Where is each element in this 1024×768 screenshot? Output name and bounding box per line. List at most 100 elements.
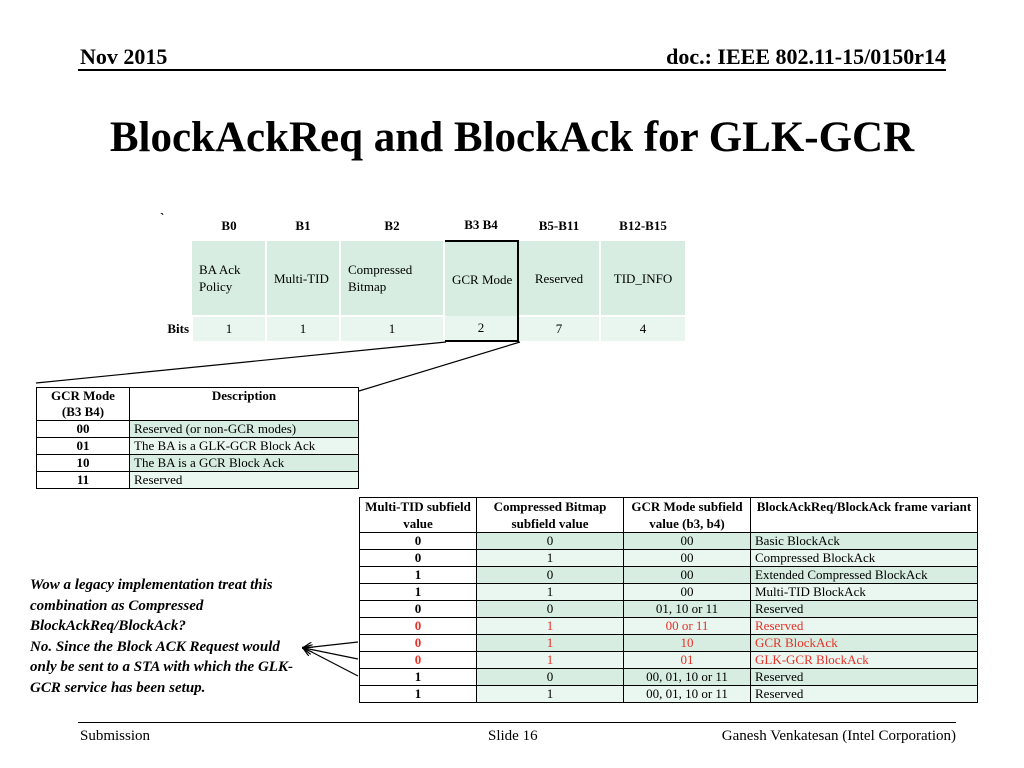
variant-multi-tid: 1 — [359, 566, 477, 584]
field-gcr-mode: GCR Mode — [443, 240, 519, 316]
variant-gcr-mode: 00 — [623, 566, 751, 584]
field-reserved: Reserved — [518, 241, 601, 316]
bit-header: B1 — [295, 217, 311, 233]
variant-multi-tid: 1 — [359, 668, 477, 686]
arrow-line — [304, 648, 359, 677]
variant-col-header: Multi-TID subfield value — [359, 497, 477, 533]
footer-author: Ganesh Venkatesan (Intel Corporation) — [721, 728, 956, 744]
slide-title: BlockAckReq and BlockAck for GLK-GCR — [109, 114, 915, 161]
gcr-col-desc: Description — [129, 387, 359, 421]
variant-compressed-bitmap: 1 — [476, 634, 624, 652]
variant-gcr-mode: 00, 01, 10 or 11 — [623, 668, 751, 686]
variant-gcr-mode: 01, 10 or 11 — [623, 600, 751, 618]
variant-compressed-bitmap: 1 — [476, 549, 624, 567]
bits-value: 1 — [192, 315, 267, 341]
variant-multi-tid: 0 — [359, 600, 477, 618]
variant-frame-name: Reserved — [750, 617, 978, 635]
variant-multi-tid: 1 — [359, 583, 477, 601]
variant-multi-tid: 0 — [359, 617, 477, 635]
variant-gcr-mode: 00 — [623, 583, 751, 601]
variant-compressed-bitmap: 1 — [476, 583, 624, 601]
variant-gcr-mode: 00, 01, 10 or 11 — [623, 685, 751, 703]
gcr-mode-value: 00 — [36, 420, 130, 438]
variant-compressed-bitmap: 0 — [476, 532, 624, 550]
variant-frame-name: Multi-TID BlockAck — [750, 583, 978, 601]
variant-frame-name: Reserved — [750, 685, 978, 703]
variant-multi-tid: 0 — [359, 532, 477, 550]
variant-multi-tid: 0 — [359, 634, 477, 652]
variant-gcr-mode: 00 — [623, 532, 751, 550]
variant-multi-tid: 0 — [359, 549, 477, 567]
variant-compressed-bitmap: 1 — [476, 651, 624, 669]
variant-frame-name: Extended Compressed BlockAck — [750, 566, 978, 584]
bits-label: Bits — [160, 315, 193, 341]
zoom-line-right — [358, 341, 521, 392]
variant-frame-name: GCR BlockAck — [750, 634, 978, 652]
variant-frame-name: Reserved — [750, 600, 978, 618]
bits-value: 2 — [443, 316, 519, 342]
bit-header: B2 — [384, 217, 400, 233]
gcr-mode-desc: Reserved — [129, 471, 359, 489]
gcr-mode-desc: Reserved (or non-GCR modes) — [129, 420, 359, 438]
variant-gcr-mode: 00 or 11 — [623, 617, 751, 635]
bits-value: 1 — [266, 315, 341, 341]
note-answer: No. Since the Block ACK Request would on… — [30, 638, 293, 696]
bit-header: B5-B11 — [538, 217, 580, 233]
gcr-mode-value: 10 — [36, 454, 130, 472]
variant-frame-name: Reserved — [750, 668, 978, 686]
zoom-line-left — [35, 341, 447, 384]
bits-value: 1 — [340, 315, 445, 341]
note-text: Wow a legacy implementation treat this c… — [30, 575, 300, 698]
variant-frame-name: GLK-GCR BlockAck — [750, 651, 978, 669]
field-ba-ack-policy: BA Ack Policy — [192, 241, 267, 316]
variant-gcr-mode: 01 — [623, 651, 751, 669]
variant-col-header: Compressed Bitmap subfield value — [476, 497, 624, 533]
field-multi-tid: Multi-TID — [266, 241, 341, 316]
bitfield-table: ` B0 B1 B2 B3 B4 B5-B11 B12-B15 BA Ack P… — [160, 210, 687, 342]
footer-slide-number: Slide 16 — [488, 728, 538, 744]
field-compressed-bitmap: Compressed Bitmap — [340, 241, 445, 316]
header-rule — [78, 69, 946, 71]
variant-col-header: BlockAckReq/BlockAck frame variant — [750, 497, 978, 533]
header-doc-id: doc.: IEEE 802.11-15/0150r14 — [666, 44, 946, 69]
gcr-mode-value: 11 — [36, 471, 130, 489]
footer-rule — [78, 722, 956, 723]
variant-compressed-bitmap: 0 — [476, 668, 624, 686]
gcr-mode-table: GCR Mode (B3 B4) Description 00 Reserved… — [36, 387, 359, 489]
gcr-mode-value: 01 — [36, 437, 130, 455]
arrow-line — [304, 648, 359, 660]
bits-value: 7 — [518, 315, 601, 341]
field-tid-info: TID_INFO — [600, 241, 687, 316]
variant-multi-tid: 0 — [359, 651, 477, 669]
bits-value: 4 — [600, 315, 687, 341]
tick-mark: ` — [160, 210, 165, 225]
note-question: Wow a legacy implementation treat this c… — [30, 577, 273, 634]
bit-header: B0 — [221, 217, 237, 233]
gcr-mode-desc: The BA is a GLK-GCR Block Ack — [129, 437, 359, 455]
variant-gcr-mode: 00 — [623, 549, 751, 567]
gcr-mode-desc: The BA is a GCR Block Ack — [129, 454, 359, 472]
footer-submission: Submission — [80, 728, 151, 744]
variant-frame-name: Compressed BlockAck — [750, 549, 978, 567]
gcr-col-mode: GCR Mode (B3 B4) — [36, 387, 130, 421]
bit-header: B3 B4 — [464, 217, 498, 232]
variant-compressed-bitmap: 1 — [476, 685, 624, 703]
variant-table: Multi-TID subfield value Compressed Bitm… — [359, 497, 978, 703]
bit-header: B12-B15 — [619, 217, 667, 233]
variant-frame-name: Basic BlockAck — [750, 532, 978, 550]
variant-compressed-bitmap: 1 — [476, 617, 624, 635]
variant-col-header: GCR Mode subfield value (b3, b4) — [623, 497, 751, 533]
variant-multi-tid: 1 — [359, 685, 477, 703]
arrow-line — [304, 641, 359, 648]
